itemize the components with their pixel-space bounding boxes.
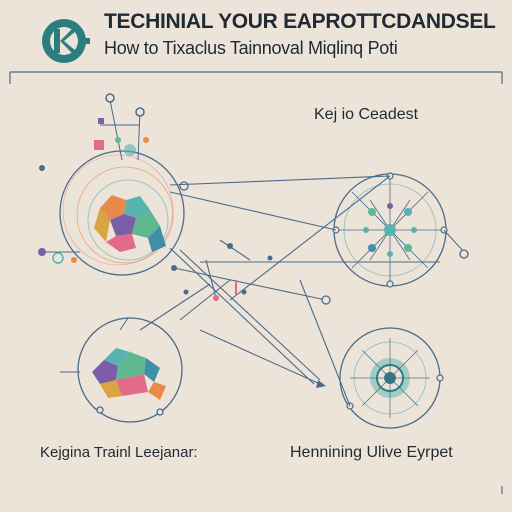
right-bottom-node-cluster bbox=[339, 327, 444, 429]
connection-nodes bbox=[183, 243, 331, 388]
page-title: TECHINIAL YOUR EAPROTTCDANDSEL bbox=[104, 10, 496, 33]
left-top-node-cluster bbox=[38, 93, 189, 276]
bottom-left-cluster-label: Kejgina Trainl Leejanar: bbox=[40, 444, 198, 461]
bottom-right-cluster-label: Hennining Ulive Eyrpet bbox=[290, 444, 453, 461]
right-top-cluster-label: Kej io Ceadest bbox=[314, 106, 419, 123]
right-top-node-cluster bbox=[332, 172, 469, 288]
left-bottom-node-cluster bbox=[60, 317, 183, 423]
header-divider bbox=[9, 71, 503, 494]
connection-lines bbox=[139, 175, 440, 407]
logo-icon bbox=[42, 19, 90, 63]
page-subtitle: How to Tixaclus Tainnoval Miqlinq Poti bbox=[104, 38, 398, 58]
